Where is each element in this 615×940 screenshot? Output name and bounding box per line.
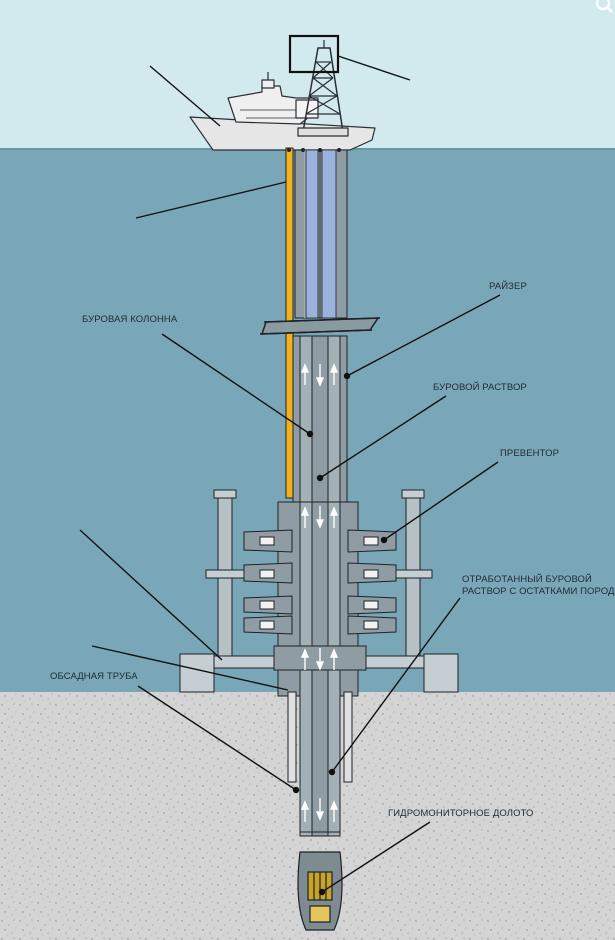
arrow-down-2 <box>315 506 325 529</box>
arrow-down-1 <box>315 364 325 387</box>
leader-spent-mud <box>331 597 461 773</box>
riser-break <box>259 317 381 335</box>
leader-derrick <box>337 55 411 81</box>
label-jet-bit: ГИДРОМОНИТОРНОЕ ДОЛОТО <box>388 808 534 819</box>
preventer-rams <box>243 529 397 635</box>
riser-upper <box>294 149 348 319</box>
leader-jet-bit <box>321 821 431 893</box>
arrow-up-4 <box>329 506 339 528</box>
leader-casing <box>137 685 297 791</box>
arrow-up-6 <box>329 648 339 670</box>
label-riser: РАЙЗЕР <box>489 280 527 292</box>
label-drill-string: БУРОВАЯ КОЛОННА <box>82 314 178 325</box>
leader-drilling-mud <box>319 395 447 479</box>
arrow-up-2 <box>329 363 339 385</box>
leader-drill-string <box>161 333 311 435</box>
arrow-up-1 <box>300 363 310 385</box>
label-drilling-mud: БУРОВОЙ РАСТВОР <box>433 381 527 393</box>
leader-ship <box>149 65 221 127</box>
arrow-up-8 <box>329 800 339 822</box>
arrow-up-3 <box>300 506 310 528</box>
arrow-up-7 <box>300 800 310 822</box>
leader-wellhead <box>91 645 289 691</box>
leader-frame <box>79 529 223 661</box>
drilling-ship <box>189 40 376 151</box>
derrick-highlight-box <box>288 34 340 74</box>
label-preventer: ПРЕВЕНТОР <box>500 448 559 459</box>
flange-dots <box>287 148 341 152</box>
arrow-down-3 <box>315 648 325 671</box>
casing <box>287 691 353 783</box>
magnifier-icon[interactable] <box>591 0 613 16</box>
label-casing: ОБСАДНАЯ ТРУБА <box>50 671 138 682</box>
leader-preventer <box>383 461 499 541</box>
arrow-up-5 <box>300 648 310 670</box>
label-spent-mud-2: РАСТВОР С ОСТАТКАМИ ПОРОДЫ <box>462 586 615 597</box>
leader-riser <box>346 294 501 377</box>
label-spent-mud-1: ОТРАБОТАННЫЙ БУРОВОЙ <box>462 573 592 585</box>
leader-lines <box>79 55 501 896</box>
leader-umbilical <box>135 181 287 219</box>
flow-arrows <box>300 363 339 822</box>
arrow-down-4 <box>315 798 325 821</box>
